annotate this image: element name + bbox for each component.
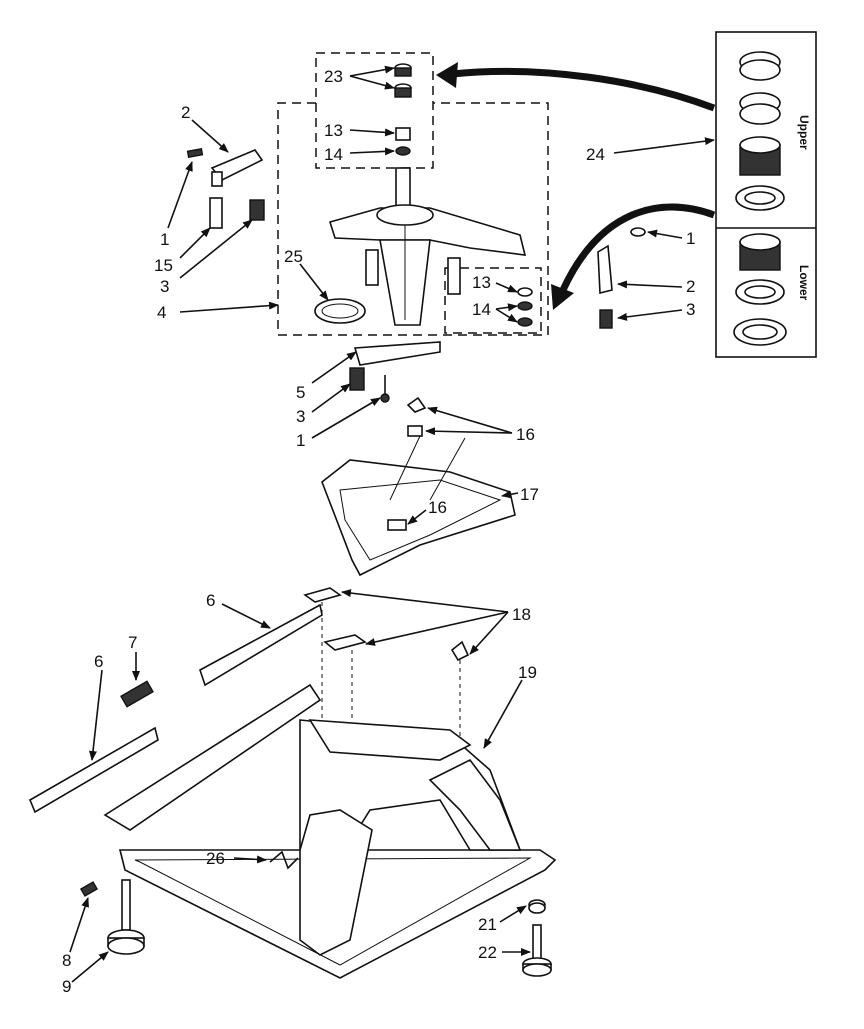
lower-seal-rings — [733, 233, 787, 346]
callout-6-lower: 6 — [94, 652, 103, 671]
callout-16-upper: 16 — [516, 425, 535, 444]
callout-3-left: 3 — [160, 277, 169, 296]
base-plate-17 — [321, 435, 516, 577]
kit-parts-upper — [394, 63, 412, 156]
callout-labels: 23 13 14 24 2 1 15 3 25 4 1 2 3 13 14 5 … — [62, 67, 695, 996]
callout-22: 22 — [478, 943, 497, 962]
kit-panel: Upper Lower — [715, 31, 817, 358]
callout-1-lower: 1 — [296, 431, 305, 450]
clip-26 — [269, 850, 299, 870]
callout-24: 24 — [586, 145, 605, 164]
callout-5: 5 — [296, 383, 305, 402]
callout-15: 15 — [154, 256, 173, 275]
upper-seal-rings — [735, 51, 785, 211]
seal-ring-25 — [314, 298, 366, 324]
callout-1-left: 1 — [160, 230, 169, 249]
callout-7: 7 — [128, 633, 137, 652]
right-bracket-parts — [597, 227, 646, 329]
lower-label: Lower — [797, 265, 811, 301]
callout-14-lower: 14 — [472, 300, 491, 319]
callout-16-lower: 16 — [428, 498, 447, 517]
pads-16 — [406, 396, 427, 437]
drive-assembly-box — [277, 102, 549, 336]
base-frame-19 — [103, 683, 557, 979]
callout-19: 19 — [518, 663, 537, 682]
kit-parts-lower — [517, 287, 533, 327]
lower-kit-box — [444, 267, 542, 334]
kit-arrows — [436, 62, 716, 310]
lower-bracket-5 — [349, 341, 441, 403]
callout-4: 4 — [157, 303, 166, 322]
upper-label: Upper — [797, 115, 811, 150]
callout-14-upper: 14 — [324, 145, 343, 164]
callout-13-upper: 13 — [324, 121, 343, 140]
leader-lines — [69, 65, 715, 983]
callout-9: 9 — [62, 977, 71, 996]
spring-7 — [120, 680, 154, 708]
callout-25: 25 — [284, 247, 303, 266]
callout-17: 17 — [520, 485, 539, 504]
top-kit-box — [315, 52, 434, 169]
drive-assembly — [328, 167, 527, 326]
callout-26: 26 — [206, 849, 225, 868]
leveling-leg — [79, 879, 145, 955]
callout-3-lower: 3 — [296, 407, 305, 426]
callout-23: 23 — [324, 67, 343, 86]
callout-2-left: 2 — [181, 103, 190, 122]
callout-3-right: 3 — [686, 300, 695, 319]
clips-18 — [303, 587, 470, 740]
callout-6-upper: 6 — [206, 591, 215, 610]
callout-18: 18 — [512, 605, 531, 624]
callout-8: 8 — [62, 951, 71, 970]
leveling-leg-right — [522, 899, 552, 977]
rail-upper-6 — [199, 603, 323, 687]
callout-21: 21 — [478, 915, 497, 934]
callout-2-right: 2 — [686, 277, 695, 296]
left-bracket-parts — [186, 148, 265, 229]
callout-1-right: 1 — [686, 229, 695, 248]
callout-13-lower: 13 — [472, 273, 491, 292]
rail-lower-6 — [28, 726, 159, 814]
